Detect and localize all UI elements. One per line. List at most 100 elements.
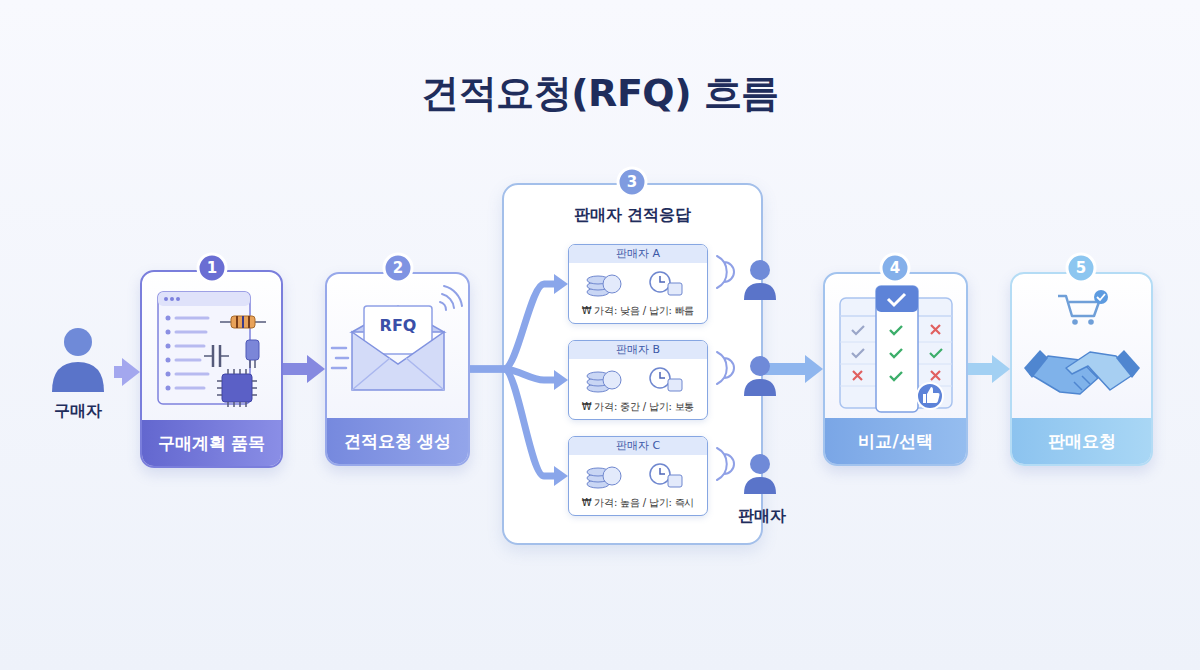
seller-icon <box>717 256 734 288</box>
envelope-icon <box>440 286 462 310</box>
comparison-table-icon <box>890 372 902 380</box>
seller-icon <box>717 256 776 494</box>
cart-handshake-icon <box>1074 370 1098 390</box>
chip-symbol <box>217 369 257 407</box>
coin-icon <box>587 474 609 482</box>
comparison-table-icon <box>917 383 943 409</box>
flow-arrow <box>470 284 554 369</box>
parts-list-icon <box>176 373 208 376</box>
envelope-icon <box>336 357 348 360</box>
capacitor-symbol <box>212 345 215 367</box>
seller-card: 판매자 C₩ 가격: 높음 / 납기: 즉시 <box>568 436 708 516</box>
coin-icon <box>587 378 609 386</box>
clock-icon <box>660 468 665 474</box>
comparison-table-icon <box>930 349 942 357</box>
resistor-symbol <box>236 316 238 328</box>
comparison-table-icon <box>840 315 952 317</box>
seller-card: 판매자 B₩ 가격: 중간 / 납기: 보통 <box>568 340 708 420</box>
cart-handshake-icon <box>1058 296 1099 316</box>
envelope-icon <box>332 367 346 370</box>
resistor-symbol <box>248 316 250 328</box>
comparison-table-icon <box>931 371 940 380</box>
clock-icon <box>660 276 665 282</box>
parts-list-icon <box>176 331 206 334</box>
coin-icon <box>587 276 609 284</box>
coin-icon <box>603 275 621 293</box>
comparison-table-icon <box>840 342 952 343</box>
parts-list-icon <box>176 359 200 362</box>
seller-icon <box>750 356 770 376</box>
flow-arrow <box>763 363 805 375</box>
envelope-icon <box>364 306 432 354</box>
coin-icon <box>587 275 621 488</box>
actor-label: 구매자 <box>30 401 126 422</box>
capacitor-symbol <box>246 340 259 360</box>
coin-icon <box>587 372 609 380</box>
clock-icon <box>650 272 682 487</box>
chip-symbol <box>217 369 257 407</box>
envelope-icon <box>352 306 444 332</box>
parts-list-icon <box>176 387 204 390</box>
parts-list-icon <box>166 344 171 349</box>
parts-list-icon <box>166 330 171 335</box>
comparison-table-icon <box>852 349 864 357</box>
comparison-table-icon <box>931 325 940 334</box>
envelope-icon <box>352 332 444 390</box>
process-box: 판매요청 <box>1010 272 1153 466</box>
clock-icon <box>668 283 682 295</box>
buyer-icon <box>52 328 104 392</box>
parts-list-icon <box>158 292 250 404</box>
resistor-symbol <box>242 316 244 328</box>
group-heading: 판매자 견적응답 <box>504 205 761 226</box>
comparison-table-icon <box>876 286 918 412</box>
coin-icon <box>603 371 621 389</box>
comparison-table-icon <box>876 286 918 312</box>
parts-list-icon <box>166 386 171 391</box>
resistor-symbol <box>220 316 266 328</box>
comparison-table-icon <box>852 326 864 334</box>
parts-list-icon <box>166 358 171 363</box>
flow-arrow <box>968 363 992 375</box>
cart-handshake-icon <box>1097 294 1105 300</box>
callout-badge <box>198 168 1095 282</box>
envelope-icon <box>332 347 346 350</box>
envelope-icon <box>352 358 444 390</box>
parts-list-icon <box>176 345 204 348</box>
comparison-table-icon <box>853 371 862 380</box>
seller-icon <box>744 283 776 300</box>
comparison-table-icon <box>840 298 952 408</box>
card-detail: ₩ 가격: 높음 / 납기: 즉시 <box>569 496 707 510</box>
parts-list-icon <box>164 297 168 301</box>
flow-arrow <box>470 369 554 476</box>
seller-icon <box>744 379 776 396</box>
seller-icon <box>717 448 734 480</box>
callout-badge <box>198 254 226 282</box>
coin-icon <box>587 384 609 392</box>
comparison-table-icon <box>840 386 952 387</box>
capacitor-symbol <box>204 340 259 368</box>
coin-icon <box>587 288 609 296</box>
process-box: 비교/선택 <box>823 272 968 466</box>
seller-card: 판매자 A₩ 가격: 낮음 / 납기: 빠름 <box>568 244 708 324</box>
comparison-table-icon <box>923 387 940 403</box>
callout-badge <box>618 168 646 196</box>
clock-icon <box>660 372 665 378</box>
resistor-symbol <box>231 316 255 328</box>
parts-list-icon <box>166 316 171 321</box>
response-group: 판매자 견적응답판매자 A₩ 가격: 낮음 / 납기: 빠름판매자 B₩ 가격:… <box>502 183 763 545</box>
chip-symbol <box>222 374 252 402</box>
comparison-table-icon <box>890 326 902 334</box>
callout-badge <box>1067 254 1095 282</box>
cart-handshake-icon <box>1088 319 1094 325</box>
process-box: 구매계획 품목 <box>140 270 283 468</box>
clock-icon <box>650 464 670 484</box>
capacitor-symbol <box>219 345 222 367</box>
comparison-table-icon <box>840 364 952 365</box>
capacitor-symbol <box>254 360 256 368</box>
cart-handshake-icon <box>1116 350 1140 378</box>
parts-list-icon <box>158 292 250 404</box>
parts-list-icon <box>158 292 250 306</box>
flow-arrow <box>470 369 554 380</box>
card-heading: 판매자 A <box>569 245 707 263</box>
